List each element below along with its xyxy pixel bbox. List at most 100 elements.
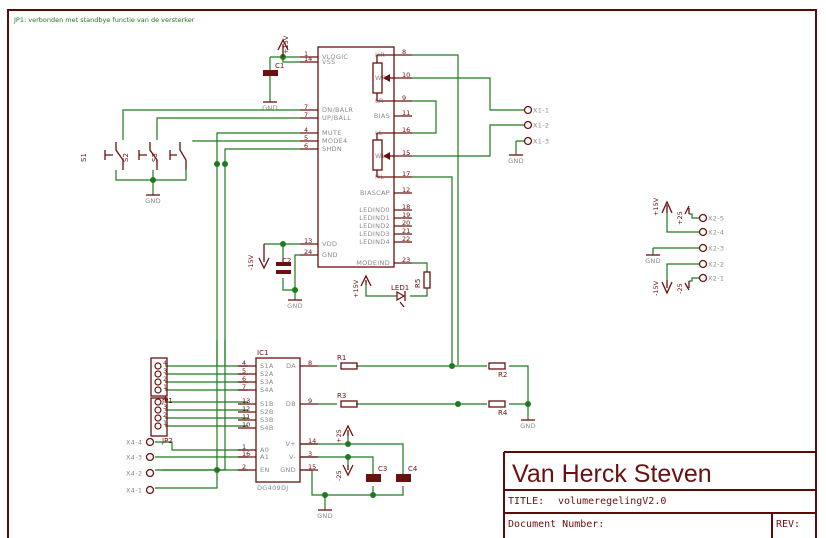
svg-text:GND: GND <box>508 157 524 165</box>
svg-text:DB: DB <box>286 400 296 408</box>
svg-text:LED1: LED1 <box>391 284 409 292</box>
svg-text:5: 5 <box>304 134 308 142</box>
svg-text:X2-4: X2-4 <box>708 229 724 237</box>
connector-pad-x2-1[interactable]: X2-1 <box>698 273 725 283</box>
svg-text:2: 2 <box>163 375 167 383</box>
connector-pad-x4-4[interactable]: X4-4 <box>126 437 155 447</box>
supply-plus25-x2: +25 <box>676 205 690 225</box>
svg-text:V+: V+ <box>286 440 297 448</box>
svg-text:A1: A1 <box>260 453 269 461</box>
svg-text:13: 13 <box>242 397 250 405</box>
resistor-r5[interactable]: R5 <box>414 271 431 289</box>
svg-text:GND: GND <box>145 197 161 205</box>
title-value: volumeregelingV2.0 <box>558 496 666 507</box>
svg-text:EN: EN <box>260 466 270 474</box>
svg-text:6: 6 <box>304 142 308 150</box>
switch-s1[interactable]: S1 <box>80 142 124 170</box>
switch-s3[interactable]: S3 <box>151 142 187 170</box>
capacitor-c1[interactable]: C1 <box>263 62 284 102</box>
ground-symbol: GND <box>145 194 161 205</box>
svg-text:X1-2: X1-2 <box>533 122 549 130</box>
connector-pad-x4-1[interactable]: X4-1 <box>126 485 155 495</box>
connector-pad-x2-2[interactable]: X2-2 <box>698 259 725 269</box>
volume-ic-right-pins: 8HR10WR9LR11BIAS16LL15WL17HL12BIASCAP18L… <box>356 48 412 267</box>
svg-text:-15V: -15V <box>652 280 660 296</box>
capacitor-c4[interactable]: C4 <box>396 465 418 482</box>
svg-text:GND: GND <box>645 257 661 265</box>
svg-text:C3: C3 <box>378 465 387 473</box>
capacitor-c2[interactable]: C2 <box>276 257 291 274</box>
capacitor-c3[interactable]: C3 <box>366 465 387 482</box>
resistor-r2[interactable]: R2 <box>488 362 507 379</box>
document-number-label: Document Number: <box>508 519 604 530</box>
connector-x2[interactable]: X2-5X2-4X2-3X2-2X2-1 <box>698 213 725 283</box>
svg-text:R4: R4 <box>498 409 508 417</box>
jumper-jp2[interactable]: JP2 <box>150 397 173 445</box>
resistor-r3[interactable]: R3 <box>337 392 358 408</box>
svg-text:WR: WR <box>375 74 387 82</box>
svg-text:X4-2: X4-2 <box>126 470 142 478</box>
svg-text:S3B: S3B <box>260 416 274 424</box>
svg-text:S2A: S2A <box>260 370 274 378</box>
svg-text:-25: -25 <box>676 283 684 294</box>
connector-pad-x4-2[interactable]: X4-2 <box>126 468 155 478</box>
connector-pad-x2-3[interactable]: X2-3 <box>698 243 725 253</box>
connector-pad-x2-5[interactable]: X2-5 <box>698 213 725 223</box>
supply-plus15v-ic: +15V <box>277 35 290 57</box>
svg-text:10: 10 <box>242 421 250 429</box>
connector-x1[interactable]: X1-1X1-2X1-3 <box>523 105 550 146</box>
svg-text:8: 8 <box>402 48 406 56</box>
connector-pad-x2-4[interactable]: X2-4 <box>698 227 725 237</box>
svg-text:S2: S2 <box>122 153 130 162</box>
svg-text:R3: R3 <box>337 392 346 400</box>
resistor-r4[interactable]: R4 <box>488 400 508 417</box>
svg-text:VSS: VSS <box>322 58 336 66</box>
svg-text:23: 23 <box>402 256 410 264</box>
volume-control-ic[interactable] <box>317 46 395 268</box>
svg-text:X4-3: X4-3 <box>126 454 142 462</box>
resistor-r1[interactable]: R1 <box>337 354 358 370</box>
svg-text:IC1: IC1 <box>257 349 268 357</box>
supply-minus15v-x2: -15V <box>652 280 673 296</box>
connector-pad-x1-3[interactable]: X1-3 <box>523 136 550 146</box>
svg-text:15: 15 <box>402 149 410 157</box>
led-led1[interactable]: LED1 <box>391 284 409 308</box>
connector-pad-x1-2[interactable]: X1-2 <box>523 120 550 130</box>
revision-label: REV: <box>776 519 800 530</box>
svg-text:X4-4: X4-4 <box>126 439 142 447</box>
svg-text:LEDIND2: LEDIND2 <box>359 222 390 230</box>
svg-text:LEDIND3: LEDIND3 <box>359 230 390 238</box>
svg-text:14: 14 <box>304 55 312 63</box>
supply-plus15v-led: +15V <box>352 274 372 298</box>
jumper-pin: 4 <box>154 395 167 406</box>
svg-text:+15V: +15V <box>282 35 290 54</box>
switch-s2[interactable]: S2 <box>122 142 158 170</box>
svg-text:14: 14 <box>308 437 316 445</box>
svg-text:16: 16 <box>402 126 410 134</box>
svg-text:DG409DJ: DG409DJ <box>257 484 288 492</box>
svg-text:2: 2 <box>242 463 246 471</box>
svg-text:V-: V- <box>289 453 296 461</box>
connector-pad-x4-3[interactable]: X4-3 <box>126 452 155 462</box>
svg-text:S1A: S1A <box>260 362 274 370</box>
svg-text:3: 3 <box>163 367 167 375</box>
ground-symbol: GND <box>508 154 524 165</box>
connector-x4[interactable]: X4-4X4-3X4-2X4-1 <box>126 437 155 495</box>
ground-symbol: GND <box>317 509 333 520</box>
connector-pad-x1-1[interactable]: X1-1 <box>523 105 550 115</box>
